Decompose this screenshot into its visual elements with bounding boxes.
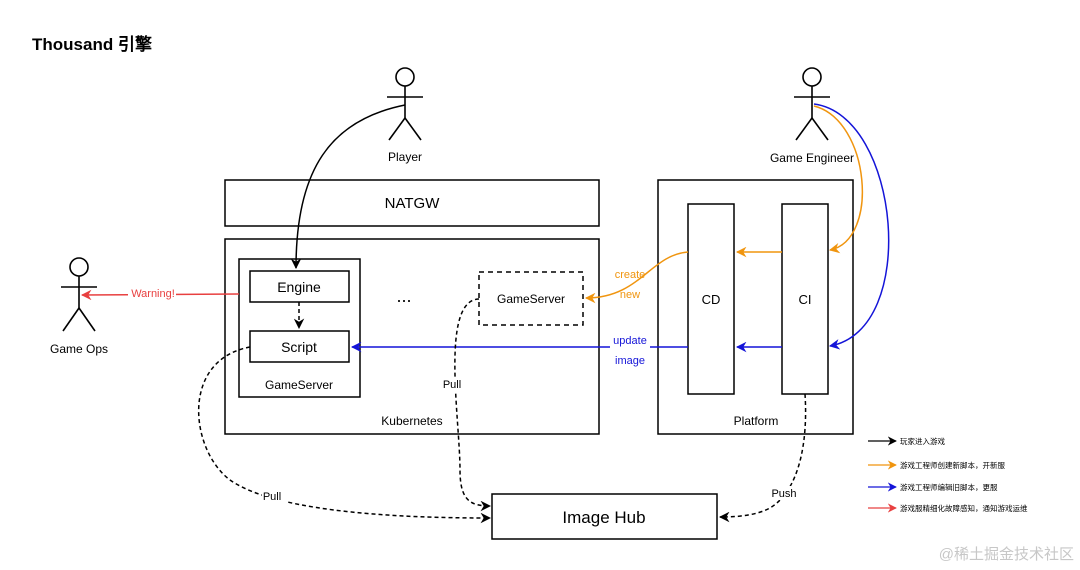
game-engineer-actor [794,67,830,141]
player-actor [387,67,423,141]
engine-label: Engine [277,279,321,295]
watermark: @稀土掘金技术社区 [939,546,1074,563]
pull-right-label: Pull [443,379,461,391]
new-label: new [620,289,640,301]
kubernetes-label: Kubernetes [381,414,442,428]
diagram-title: Thousand 引擎 [32,34,153,54]
image-hub-label: Image Hub [562,508,645,527]
legend-item-1: 游戏工程师创建新脚本，开新服 [900,460,1005,470]
pull-right-label-bg [441,377,465,391]
player-to-engine-arrow [290,104,406,270]
cd-to-gameserver-orange-arrow [584,251,689,304]
update-image-label-bg [610,334,650,366]
gameserver-dashed-box [478,271,584,326]
legend-item-0: 玩家进入游戏 [900,436,945,446]
game-ops-label: Game Ops [50,342,108,356]
game-engineer-label: Game Engineer [770,151,854,165]
cd-label: CD [702,292,721,307]
game-ops-actor [61,257,97,332]
ci-label: CI [799,292,812,307]
pull-left-label-bg [262,490,286,504]
natgw-box [224,179,600,227]
update-label: update [613,335,647,347]
script-label: Script [281,339,317,355]
warning-label: Warning! [131,288,175,300]
legend-item-2: 游戏工程师编辑旧脚本，更服 [900,482,998,492]
push-label-bg [770,486,800,500]
script-box [249,330,350,363]
create-label: create [615,269,646,281]
ci-push-arrow [718,393,807,523]
legend-item-3: 游戏服精细化故障感知，通知游戏运维 [900,503,1028,513]
image-hub-box [491,493,718,540]
engineer-to-ci-orange-arrow [813,105,864,254]
pull-left-label: Pull [263,491,281,503]
natgw-label: NATGW [385,195,441,212]
gameserver-container-label: GameServer [265,378,333,392]
ci-box [781,203,829,395]
engineer-to-ci-blue-arrow [813,103,890,350]
gameserver-dashed-label: GameServer [497,292,565,306]
platform-label: Platform [734,414,779,428]
cd-box [687,203,735,395]
legend: 玩家进入游戏 游戏工程师创建新脚本，开新服 游戏工程师编辑旧脚本，更服 游戏服精… [868,436,1028,513]
warning-label-bg [128,286,176,300]
script-pull-arrow [197,346,492,524]
push-label: Push [771,488,796,500]
player-label: Player [388,150,422,164]
image-label: image [615,355,645,367]
engine-box [249,270,350,303]
more-servers-ellipsis: ... [396,286,411,306]
